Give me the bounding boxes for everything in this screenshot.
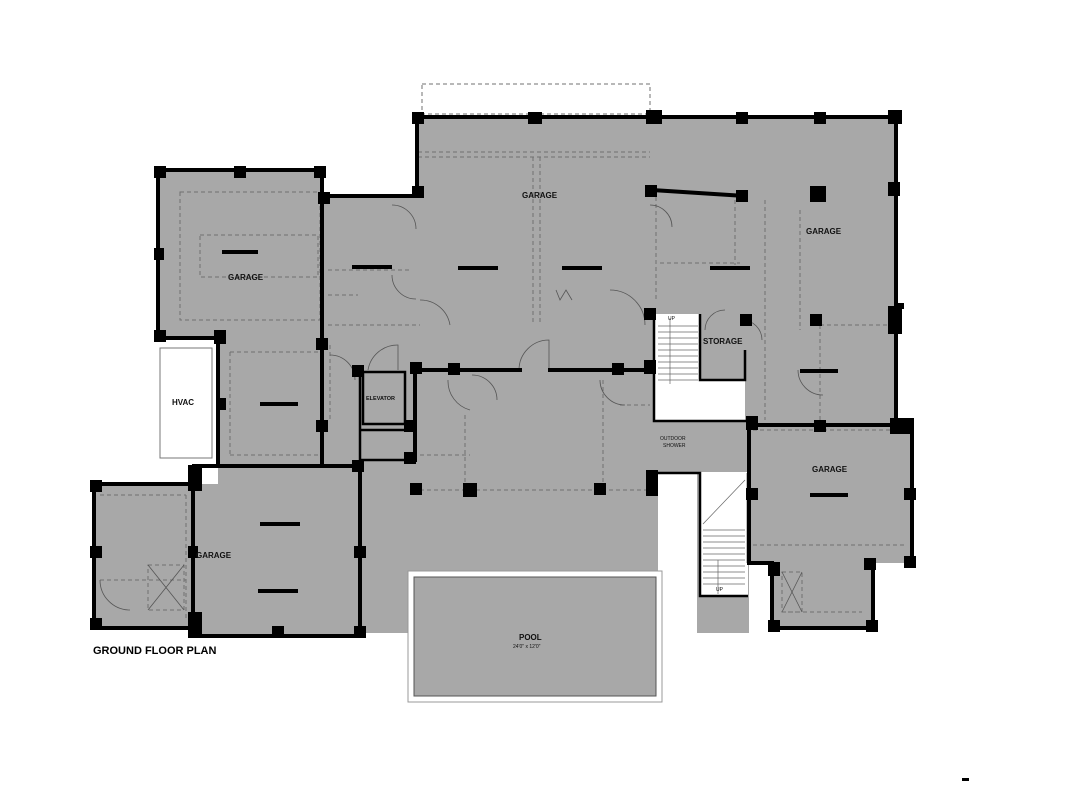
room-label-garage-left-top: GARAGE xyxy=(228,273,264,282)
room-label-hvac: HVAC xyxy=(172,398,194,407)
pool-label: POOL xyxy=(519,633,542,642)
room-label-garage-right-top: GARAGE xyxy=(806,227,842,236)
pool-dimensions: 24'0" x 12'0" xyxy=(513,644,541,650)
balcony-outline xyxy=(421,83,651,115)
interior-dashed-lines xyxy=(100,151,906,620)
stair-cutout-bottom xyxy=(700,472,748,596)
room-label-outdoor-shower-2: SHOWER xyxy=(663,443,686,449)
room-label-garage-center: GARAGE xyxy=(522,191,558,200)
room-label-garage-left-bottom: GARAGE xyxy=(196,551,232,560)
hvac-box xyxy=(159,347,213,459)
room-label-storage: STORAGE xyxy=(703,337,743,346)
pool xyxy=(407,570,663,703)
stair-up-label-bottom: UP xyxy=(716,587,724,593)
room-label-elevator: ELEVATOR xyxy=(366,396,395,402)
beam-marks xyxy=(222,250,848,593)
room-label-garage-right-bottom: GARAGE xyxy=(812,465,848,474)
stair-up-label-top: UP xyxy=(668,316,676,322)
columns xyxy=(90,110,916,638)
room-label-outdoor-shower-1: OUTDOOR xyxy=(660,436,686,442)
plan-title: GROUND FLOOR PLAN xyxy=(93,645,216,657)
corner-mark xyxy=(962,778,969,781)
